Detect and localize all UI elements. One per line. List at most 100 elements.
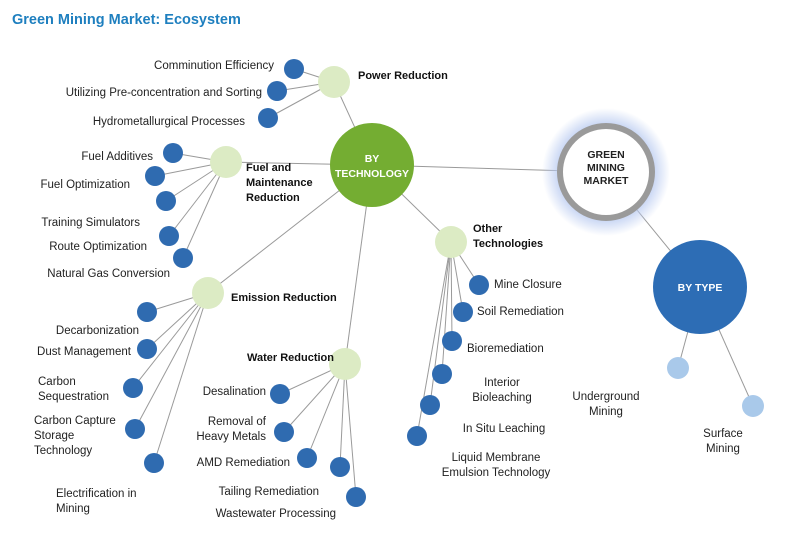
category-label-emission-line: Emission Reduction: [231, 292, 337, 304]
connector-emission-to-sequestration: [132, 292, 209, 389]
category-label-emission: Emission Reduction: [231, 292, 337, 304]
leaf-label-soil-line: Soil Remediation: [477, 306, 564, 318]
leaf-node-mine-closure: [469, 275, 489, 295]
leaf-label-bioleaching-line: Interior: [484, 377, 520, 389]
leaf-label-amd-line: AMD Remediation: [197, 457, 290, 469]
leaf-label-wastewater: Wastewater Processing: [216, 508, 336, 520]
leaf-label-comminution-line: Comminution Efficiency: [154, 60, 274, 72]
connector-water-to-wastewater: [344, 363, 357, 498]
type-label-surface-line: Surface: [703, 428, 743, 440]
category-label-fuel-line: Maintenance: [246, 177, 313, 189]
leaf-label-electrification-line: Electrification in: [56, 488, 137, 500]
leaf-node-insitu: [420, 395, 440, 415]
leaf-label-fuel-optimization: Fuel Optimization: [41, 179, 130, 191]
leaf-label-fuel-additives: Fuel Additives: [81, 151, 153, 163]
market-label-line: MARKET: [584, 175, 629, 187]
leaf-label-wastewater-line: Wastewater Processing: [216, 508, 336, 520]
leaf-node-liquid-membrane: [407, 426, 427, 446]
connector-water-to-tailing: [339, 363, 346, 468]
connector-emission-to-electrification: [153, 292, 209, 464]
leaf-node-heavy-metals: [274, 422, 294, 442]
leaf-node-hydromet: [258, 108, 278, 128]
leaf-label-natural-gas: Natural Gas Conversion: [47, 268, 170, 280]
leaf-label-bioremediation-line: Bioremediation: [467, 343, 544, 355]
leaf-label-decarbonization-line: Decarbonization: [56, 325, 139, 337]
leaf-label-ccs-line: Technology: [34, 445, 92, 457]
by-technology-node: [330, 123, 414, 207]
category-label-water-line: Water Reduction: [247, 352, 334, 364]
leaf-label-heavy-metals-line: Heavy Metals: [196, 431, 266, 443]
leaf-label-soil: Soil Remediation: [477, 306, 564, 318]
leaf-node-desalination: [270, 384, 290, 404]
type-node-surface: [742, 395, 764, 417]
leaf-label-fuel-optimization-line: Fuel Optimization: [41, 179, 130, 191]
leaf-label-insitu-line: In Situ Leaching: [463, 423, 545, 435]
category-node-water: [329, 348, 361, 380]
category-label-power: Power Reduction: [358, 70, 448, 82]
connector-water-to-amd: [306, 363, 346, 459]
leaf-label-tailing: Tailing Remediation: [219, 486, 319, 498]
type-label-underground-line: Mining: [589, 406, 623, 418]
leaf-label-ccs-line: Storage: [34, 430, 74, 442]
leaf-node-amd: [297, 448, 317, 468]
leaf-node-decarbonization: [137, 302, 157, 322]
leaf-label-desalination: Desalination: [203, 386, 266, 398]
leaf-label-training-sim: Training Simulators: [41, 217, 140, 229]
type-node-underground: [667, 357, 689, 379]
leaf-node-dust: [137, 339, 157, 359]
type-label-underground-line: Underground: [572, 391, 639, 403]
leaf-label-mine-closure-line: Mine Closure: [494, 279, 562, 291]
leaf-node-soil: [453, 302, 473, 322]
connector-fuel-to-natural-gas: [182, 161, 227, 259]
leaf-node-route-opt: [159, 226, 179, 246]
leaf-label-natural-gas-line: Natural Gas Conversion: [47, 268, 170, 280]
category-node-emission: [192, 277, 224, 309]
connector-other-to-bioleaching: [441, 241, 452, 375]
leaf-node-electrification: [144, 453, 164, 473]
market-node: [557, 123, 655, 221]
leaf-label-electrification-line: Mining: [56, 503, 90, 515]
category-node-power: [318, 66, 350, 98]
leaf-label-heavy-metals-line: Removal of: [208, 416, 267, 428]
leaf-label-dust-line: Dust Management: [37, 346, 132, 358]
leaf-node-comminution: [284, 59, 304, 79]
leaf-node-preconcentration: [267, 81, 287, 101]
category-label-other-line: Other: [473, 223, 503, 235]
category-label-other-line: Technologies: [473, 238, 543, 250]
by-type-node: [653, 240, 747, 334]
leaf-label-heavy-metals: Removal of Heavy Metals: [196, 416, 266, 443]
leaf-label-amd: AMD Remediation: [197, 457, 290, 469]
leaf-node-bioleaching: [432, 364, 452, 384]
leaf-label-hydromet: Hydrometallurgical Processes: [93, 116, 245, 128]
leaf-node-sequestration: [123, 378, 143, 398]
leaf-node-natural-gas: [173, 248, 193, 268]
leaf-label-liquid-membrane-line: Liquid Membrane: [452, 452, 541, 464]
by-type-label-line: BY TYPE: [678, 282, 723, 294]
category-label-water: Water Reduction: [247, 352, 334, 364]
by-technology-label-line: BY: [365, 153, 380, 165]
leaf-label-hydromet-line: Hydrometallurgical Processes: [93, 116, 245, 128]
leaf-label-comminution: Comminution Efficiency: [154, 60, 274, 72]
leaf-label-tailing-line: Tailing Remediation: [219, 486, 319, 498]
category-label-fuel-line: Reduction: [246, 192, 300, 204]
market-label-line: MINING: [587, 162, 625, 174]
leaf-label-insitu: In Situ Leaching: [463, 423, 545, 435]
connector-emission-to-ccs: [134, 292, 209, 430]
leaf-label-decarbonization: Decarbonization: [56, 325, 139, 337]
leaf-node-ccs: [125, 419, 145, 439]
leaf-label-liquid-membrane-line: Emulsion Technology: [442, 467, 551, 479]
leaf-node-fuel-additives: [163, 143, 183, 163]
leaf-node-fuel-optimization: [145, 166, 165, 186]
leaf-label-sequestration-line: Sequestration: [38, 391, 109, 403]
leaf-node-bioremediation: [442, 331, 462, 351]
leaf-label-route-opt-line: Route Optimization: [49, 241, 147, 253]
leaf-label-preconcentration-line: Utilizing Pre-concentration and Sorting: [66, 87, 262, 99]
leaf-label-desalination-line: Desalination: [203, 386, 266, 398]
